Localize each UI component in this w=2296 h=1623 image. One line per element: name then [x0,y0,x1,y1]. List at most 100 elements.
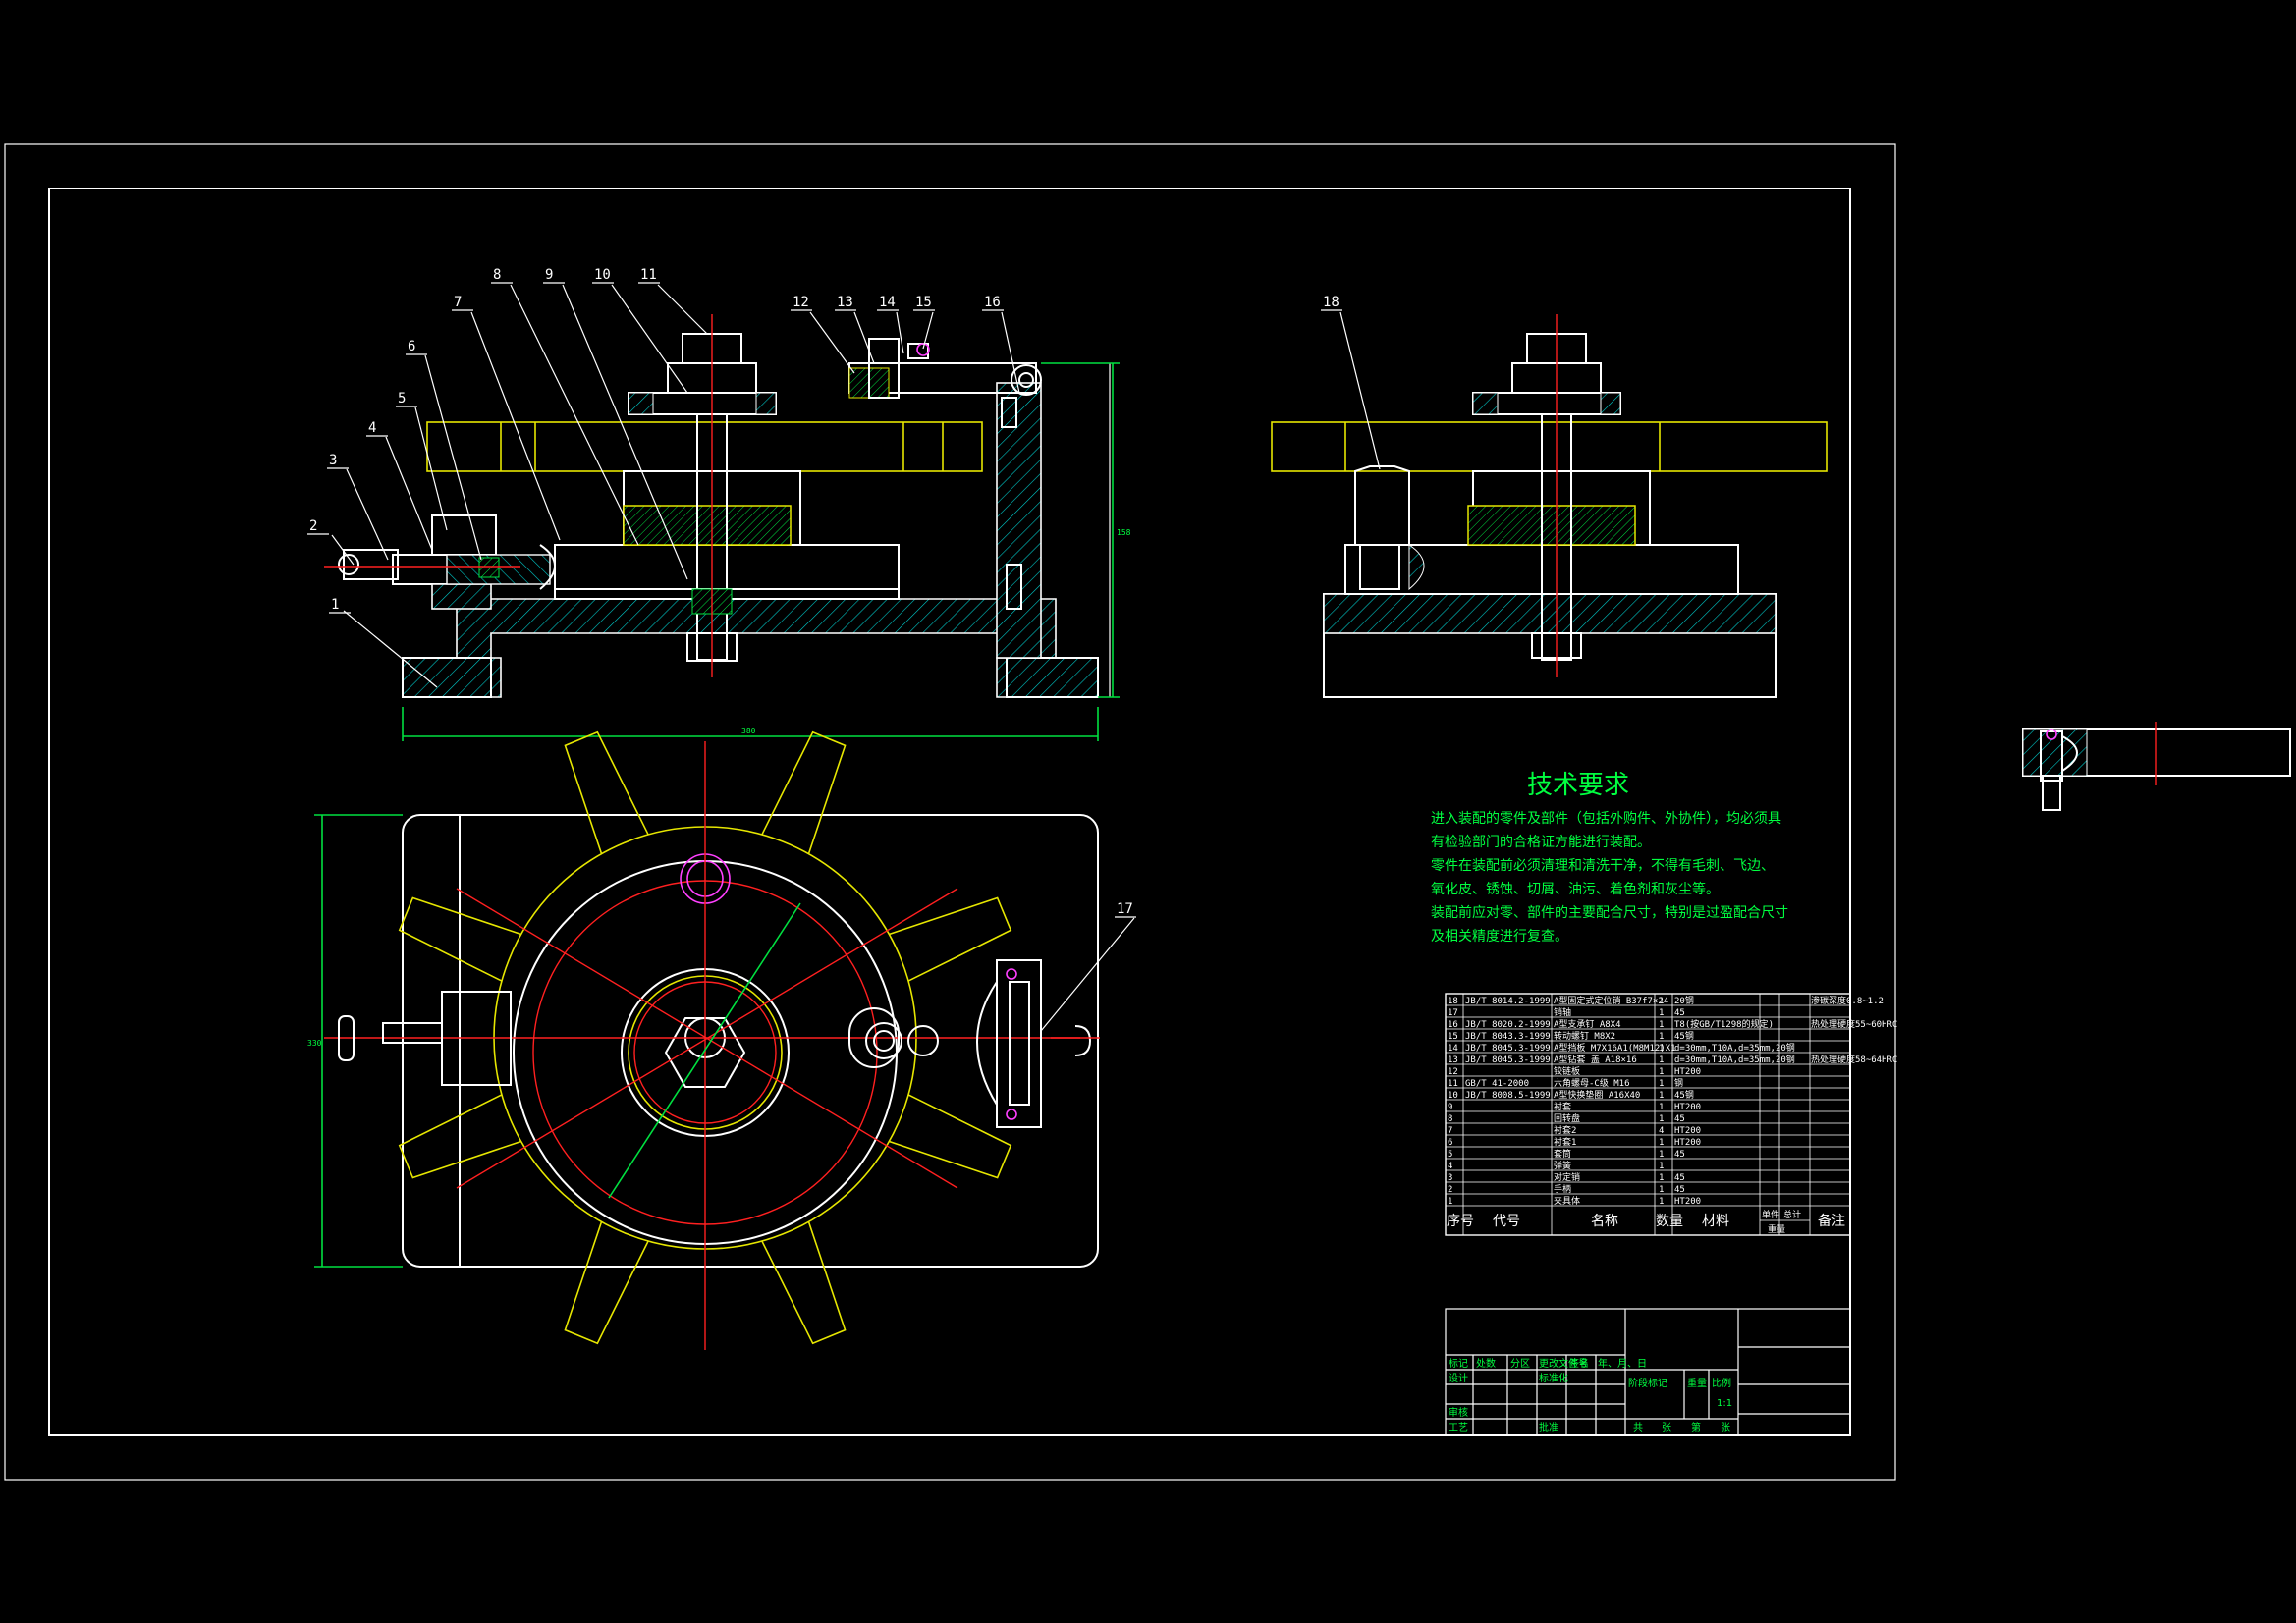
balloon-18: 18 [1323,295,1339,310]
workpiece-arm [889,1094,1012,1179]
leader-line [346,468,389,561]
bom-header: 代号 [1493,1214,1520,1229]
workpiece-arm [398,896,521,982]
balloon-8: 8 [493,267,501,283]
workpiece-arm [564,1221,649,1345]
dim-height: 158 [1041,362,1131,698]
side-view [1271,314,1828,698]
tb-scale: 1:1 [1717,1398,1732,1409]
bom-cell: 热处理硬度58~64HRC [1811,1054,1897,1065]
dim-width-text: 380 [741,727,756,735]
bom-cell: A型快换垫圈 A16X40 [1554,1089,1640,1101]
balloon-12: 12 [793,295,809,310]
tb-design: 设计 [1449,1372,1468,1384]
tech-line: 装配前应对零、部件的主要配合尺寸，特别是过盈配合尺寸 [1431,904,1788,921]
leader-line [896,311,904,354]
bom-cell: 1 [1659,1032,1664,1042]
bom-cell: JB/T 8045.3-1999 [1465,1044,1551,1054]
tb-review: 审核 [1449,1406,1468,1419]
bom-cell: 1 [1659,1138,1664,1148]
bom-cell: 1 [1659,1020,1664,1030]
bom-cell: 钢 [1674,1077,1683,1089]
plan-view [324,730,1100,1350]
workpiece-arm [889,896,1012,982]
tb-zone: 分区 [1510,1358,1530,1370]
tb-count: 处数 [1476,1357,1496,1370]
bom-header: 材料 [1702,1214,1729,1229]
bom-cell: 夹具体 [1554,1195,1580,1207]
bom-cell: 转动螺钉 M8X2 [1554,1030,1615,1042]
bom-cell: 衬套 [1554,1101,1571,1112]
tb-change-doc: 更改文件号 [1539,1357,1588,1370]
balloon-2: 2 [309,518,317,534]
balloon-15: 15 [915,295,932,310]
leader-line [922,311,934,350]
leader-line [424,354,482,561]
balloon-1: 1 [331,597,339,613]
tb-scale-label: 比例 [1712,1377,1731,1389]
bom-cell: 45 [1674,1150,1685,1160]
bom-cell: 17 [1448,1008,1458,1018]
bom-cell: 回转盘 [1554,1112,1580,1124]
bom-cell: 销轴 [1554,1006,1571,1018]
tech-line: 零件在装配前必须清理和清洗干净，不得有毛刺、飞边、 [1431,857,1775,874]
bom-cell: 弹簧 [1554,1160,1571,1171]
dim-height-text: 158 [1117,528,1131,537]
leader-line [1339,311,1381,470]
bom-cell: JB/T 8008.5-1999 [1465,1091,1551,1101]
leader-line [853,311,875,364]
bom-cell: 1 [1659,1103,1664,1112]
balloon-6: 6 [408,339,415,354]
bom-cell: 45 [1674,1008,1685,1018]
bom-cell: A型固定式定位销 B37f7×24 [1554,995,1668,1006]
bom-cell: 20钢 [1674,995,1694,1006]
bom-cell: HT200 [1674,1126,1701,1136]
leader-line [510,284,639,546]
leader-line [1040,917,1135,1032]
bom-cell: 1 [1659,1091,1664,1101]
balloon-14: 14 [879,295,896,310]
bom-cell: 45 [1674,1185,1685,1195]
bom-cell: 1 [1659,1173,1664,1183]
bom-cell: 1 [1659,997,1664,1006]
balloon-9: 9 [545,267,553,283]
bom-cell: 渗碳深度0.8~1.2 [1811,995,1884,1006]
leader-line [414,406,448,531]
leader-line [611,284,688,394]
bom-frame [1445,993,1851,1236]
bom-cell: 1 [1659,1150,1664,1160]
tb-sheet-unit: 张 [1721,1422,1730,1434]
bom-cell: 14 [1448,1044,1458,1054]
leader-line [470,311,561,541]
bom-cell: 45 [1674,1114,1685,1124]
bom-cell: 10 [1448,1091,1458,1101]
outer-frame [4,143,1896,1481]
bom-header: 数量 [1656,1214,1683,1229]
balloon-10: 10 [594,267,611,283]
dim-plan-height: 330 [307,814,403,1268]
bom-cell: 六角螺母-C级 M16 [1554,1077,1630,1089]
bom-cell: 45钢 [1674,1089,1694,1101]
tb-sheets-unit: 张 [1662,1422,1671,1434]
leader-line [331,534,355,566]
tb-standard: 标准化 [1539,1372,1568,1384]
bom-cell: 8 [1448,1114,1452,1124]
bom-cell: HT200 [1674,1138,1701,1148]
bom-cell: 1 [1659,1185,1664,1195]
bom-cell: d=30mm,T10A,d=35mm,20钢 [1674,1054,1795,1065]
bom-cell: 1 [1659,1162,1664,1171]
tb-stage: 阶段标记 [1628,1377,1667,1389]
bom-cell: 11 [1448,1079,1458,1089]
tech-line: 及相关精度进行复查。 [1431,928,1568,945]
bom-header: 名称 [1591,1214,1618,1229]
tb-sign: 签名 [1569,1357,1589,1370]
bom-cell: 1 [1659,1197,1664,1207]
tech-line: 有检验部门的合格证方能进行装配。 [1431,835,1651,850]
dim-plan-height-text: 330 [307,1039,322,1048]
tb-date: 年、月、日 [1598,1357,1647,1370]
balloon-4: 4 [368,420,376,436]
bom-cell: 1 [1659,1079,1664,1089]
bom-cell: 6 [1448,1138,1452,1148]
